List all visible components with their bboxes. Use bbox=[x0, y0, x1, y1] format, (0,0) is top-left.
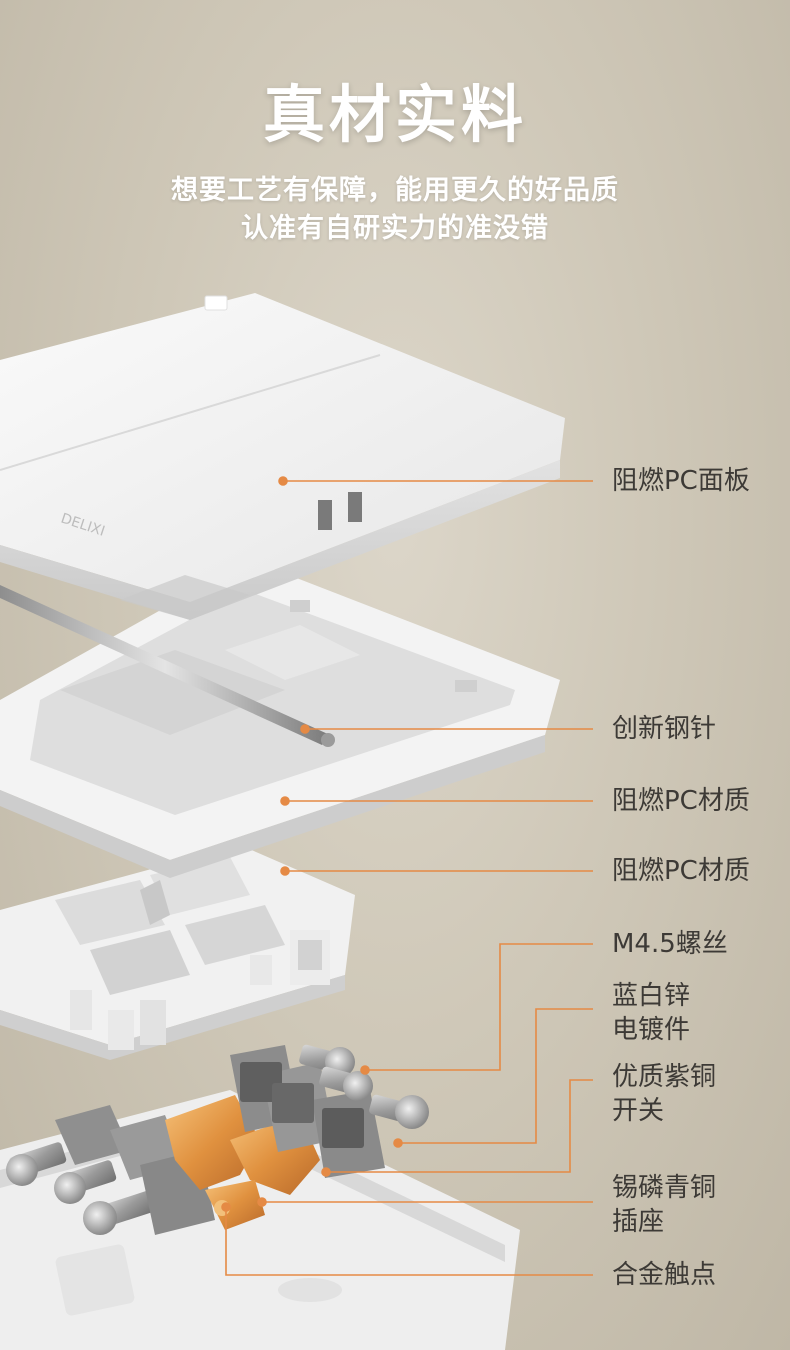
callout-screw: M4.5螺丝 bbox=[612, 927, 728, 961]
callout-leaders bbox=[221, 476, 593, 1276]
callout-copper-switch-line2: 开关 bbox=[612, 1096, 665, 1126]
callout-panel: 阻燃PC面板 bbox=[612, 464, 750, 498]
screw-right-2 bbox=[319, 1066, 373, 1101]
page-title: 真材实料 bbox=[262, 78, 527, 151]
callout-copper-switch: 优质紫铜 开关 bbox=[612, 1060, 716, 1128]
screw-left-1 bbox=[6, 1142, 67, 1186]
callout-copper-switch-line1: 优质紫铜 bbox=[612, 1062, 717, 1092]
screw-left-3 bbox=[83, 1190, 156, 1235]
terminal-blocks bbox=[6, 1044, 429, 1235]
steel-pin bbox=[0, 585, 335, 747]
callout-contact: 合金触点 bbox=[612, 1258, 716, 1292]
callout-zinc-line2: 电镀件 bbox=[612, 1015, 691, 1045]
callout-frame-text: 阻燃PC材质 bbox=[612, 786, 750, 816]
callout-bronze-socket-line2: 插座 bbox=[612, 1207, 665, 1237]
callout-bronze-socket-line1: 锡磷青铜 bbox=[612, 1173, 717, 1203]
callout-frame: 阻燃PC材质 bbox=[612, 784, 750, 818]
callout-steel-pin: 创新钢针 bbox=[612, 712, 716, 746]
screw-left-2 bbox=[54, 1160, 117, 1204]
callout-panel-text: 阻燃PC面板 bbox=[612, 466, 750, 496]
callout-steel-pin-text: 创新钢针 bbox=[612, 714, 717, 744]
frame bbox=[0, 560, 560, 878]
callout-contact-text: 合金触点 bbox=[612, 1260, 717, 1290]
screw-right-3 bbox=[369, 1094, 429, 1129]
base-module bbox=[0, 845, 355, 1060]
callout-bronze-socket: 锡磷青铜 插座 bbox=[612, 1171, 716, 1239]
subtitle-line-2: 认准有自研实力的准没错 bbox=[241, 213, 549, 244]
subtitle-line-1: 想要工艺有保障，能用更久的好品质 bbox=[171, 175, 619, 206]
callout-zinc: 蓝白锌 电镀件 bbox=[612, 979, 690, 1047]
callout-zinc-line1: 蓝白锌 bbox=[612, 981, 691, 1011]
callout-base: 阻燃PC材质 bbox=[612, 854, 750, 888]
callout-screw-text: M4.5螺丝 bbox=[612, 929, 728, 959]
callout-base-text: 阻燃PC材质 bbox=[612, 856, 750, 886]
top-panel: DELIXI bbox=[0, 293, 565, 620]
